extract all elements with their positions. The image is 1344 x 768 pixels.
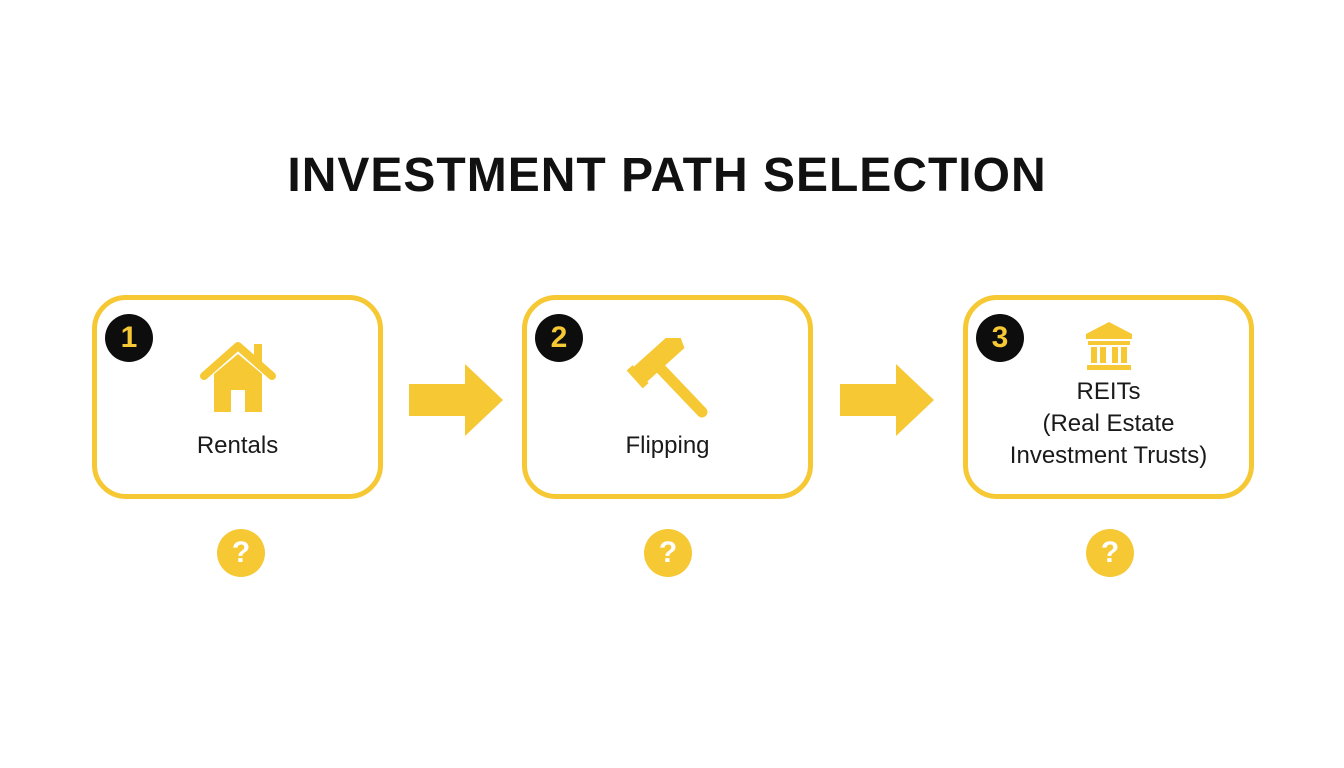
step-label: Rentals xyxy=(196,432,279,459)
step-label: REITs (Real Estate Investment Trusts) xyxy=(968,376,1249,472)
hammer-icon xyxy=(626,335,710,423)
house-icon xyxy=(198,338,278,419)
arrow-right-icon xyxy=(840,364,934,441)
step-card-rentals: 1 Rentals xyxy=(92,295,383,499)
step-number-badge: 3 xyxy=(976,314,1024,362)
step-label-line: Investment Trusts) xyxy=(1009,442,1208,469)
step-card-reits: 3 REITs (Real Estate Investment Trusts) xyxy=(963,295,1254,499)
arrow-right-icon xyxy=(409,364,503,441)
bank-building-icon xyxy=(1084,320,1134,377)
diagram-title: INVESTMENT PATH SELECTION xyxy=(287,149,1047,202)
step-number-badge: 2 xyxy=(535,314,583,362)
step-label: Flipping xyxy=(625,432,710,459)
step-label-line: (Real Estate xyxy=(1042,410,1175,437)
question-mark-icon[interactable]: ? xyxy=(1086,529,1134,577)
step-label-line: REITs xyxy=(1076,378,1141,405)
question-mark-icon[interactable]: ? xyxy=(644,529,692,577)
step-number-badge: 1 xyxy=(105,314,153,362)
question-mark-icon[interactable]: ? xyxy=(217,529,265,577)
step-card-flipping: 2 Flipping xyxy=(522,295,813,499)
